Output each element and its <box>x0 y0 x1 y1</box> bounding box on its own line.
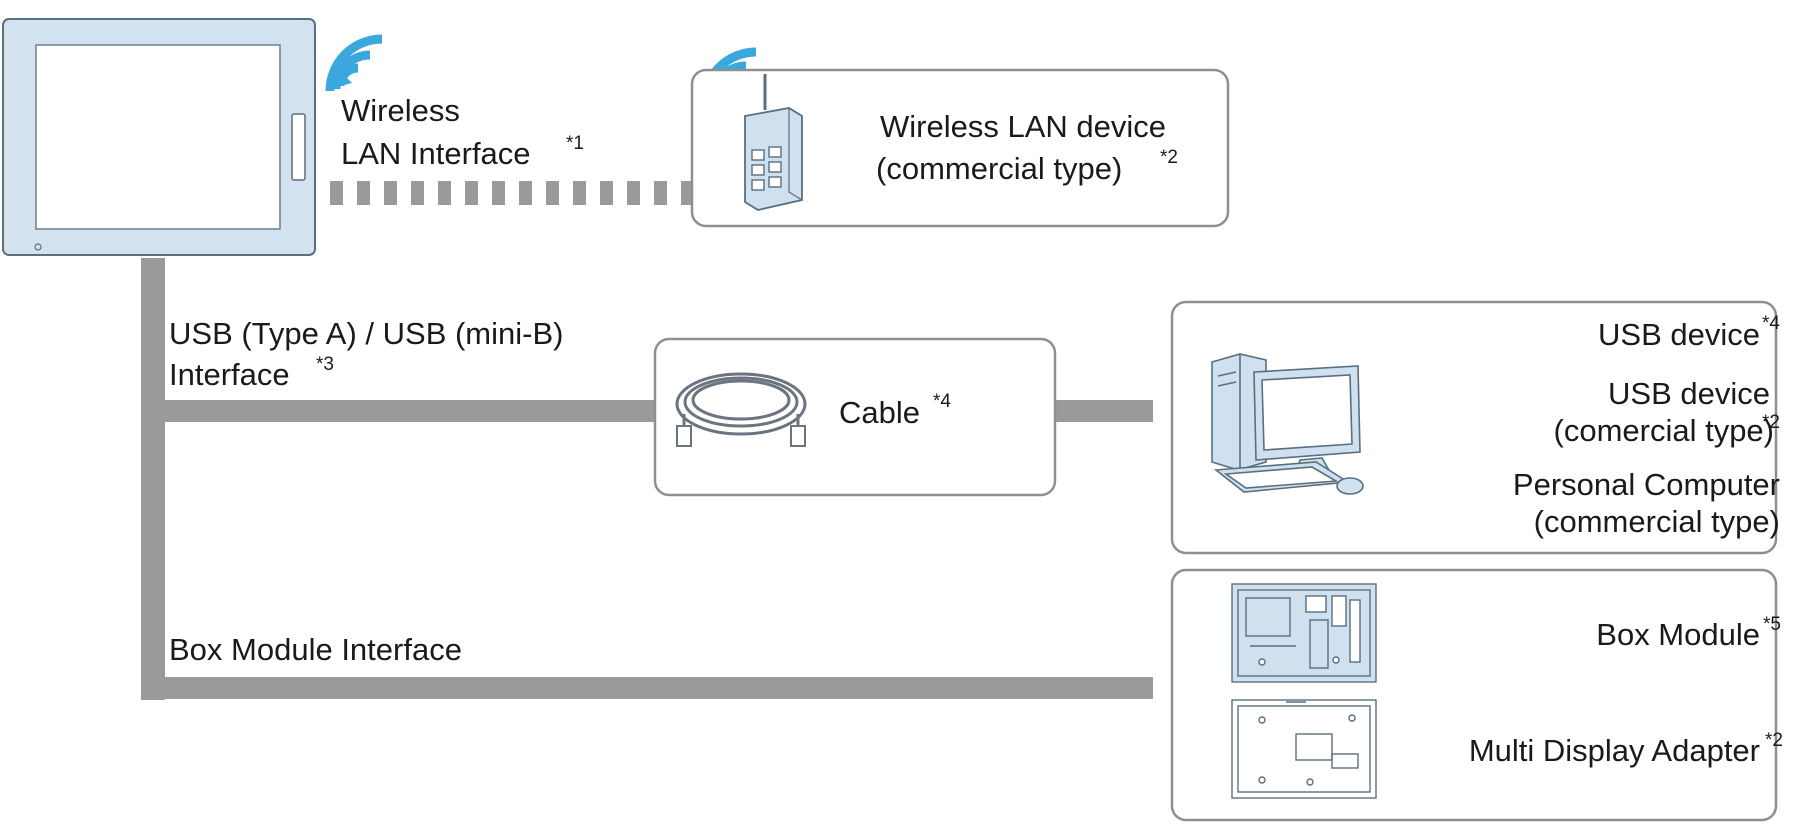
wired-connection-lines <box>141 258 1153 700</box>
multi-display-adapter-icon <box>1231 699 1377 799</box>
wlan-device-note: *2 <box>1160 147 1178 168</box>
mda-note: *2 <box>1765 730 1783 751</box>
box-module-label: Box Module <box>1596 617 1760 652</box>
wlan-device-line2: (commercial type) <box>876 151 1122 186</box>
main-vertical-trunk <box>141 258 165 700</box>
box-module-line <box>141 677 1153 699</box>
box-module-note: *5 <box>1763 614 1781 635</box>
box-module-icon <box>1231 583 1377 683</box>
wifi-signal-icon <box>325 34 383 92</box>
pc-label-line1: Personal Computer <box>1513 467 1780 502</box>
wireless-label-line2: LAN Interface <box>341 136 531 171</box>
wireless-label-note: *1 <box>566 133 584 154</box>
wlan-device-line1: Wireless LAN device <box>880 109 1166 144</box>
usb-device-note: *4 <box>1762 313 1780 334</box>
usb-interface-line1: USB (Type A) / USB (mini-B) <box>169 316 563 351</box>
wlan-device-box <box>690 68 1230 228</box>
pc-label-line2: (commercial type) <box>1534 504 1780 539</box>
usb-line-left <box>141 400 655 422</box>
wireless-label-line1: Wireless <box>341 93 460 128</box>
usb-line-right <box>1055 400 1153 422</box>
usb-interface-note: *3 <box>316 354 334 375</box>
mda-label: Multi Display Adapter <box>1469 733 1760 768</box>
usb-device-label: USB device <box>1598 317 1760 352</box>
usb-commercial-line1: USB device <box>1608 376 1770 411</box>
usb-cable-icon <box>675 372 807 447</box>
wireless-dashed-line <box>330 181 692 205</box>
hmi-display-icon <box>2 18 316 256</box>
wireless-router-icon <box>744 74 803 211</box>
box-interface-label: Box Module Interface <box>169 632 462 667</box>
usb-commercial-line2: (comercial type) <box>1554 413 1775 448</box>
usb-interface-line2: Interface <box>169 357 290 392</box>
usb-targets-box <box>1170 300 1778 555</box>
cable-note: *4 <box>933 391 951 412</box>
cable-label: Cable <box>839 395 920 430</box>
personal-computer-icon <box>1211 353 1364 495</box>
usb-commercial-note: *2 <box>1762 412 1780 433</box>
